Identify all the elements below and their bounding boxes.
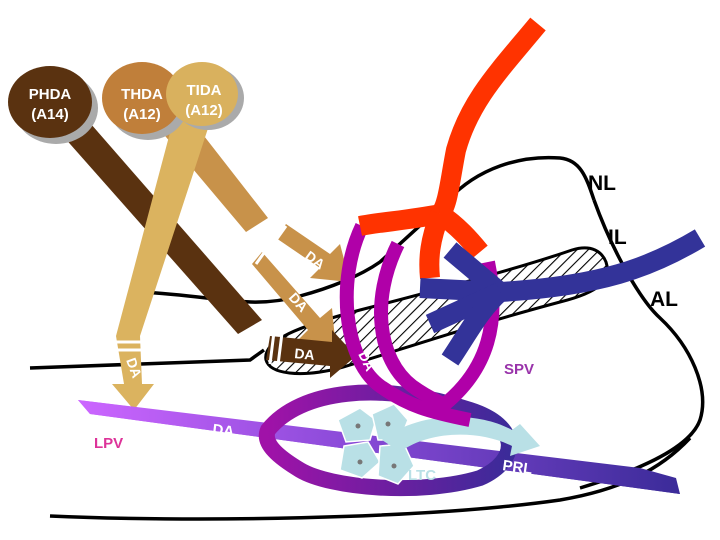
long-portal-vessel: DA: [78, 400, 680, 494]
prl-release-arrow: [382, 416, 540, 456]
label-al: AL: [650, 288, 678, 311]
da-terminal-lower: DA: [266, 330, 356, 378]
tida-sub: (A12): [185, 102, 223, 119]
label-il: IL: [608, 226, 627, 249]
tida-name: TIDA: [187, 82, 222, 99]
label-nl: NL: [588, 172, 616, 195]
thda-sub: (A12): [123, 106, 161, 123]
artery: [358, 17, 546, 279]
da-label-spv: DA: [355, 348, 378, 373]
thda-name: THDA: [121, 86, 163, 103]
tida-node: [166, 62, 238, 126]
lower-loop-vessels: [258, 384, 517, 497]
label-lpv: LPV: [94, 435, 123, 452]
thda-node: [102, 62, 182, 134]
tida-axon: [116, 110, 214, 336]
da-terminal-tida: DA: [112, 336, 154, 410]
label-prl: PRL: [501, 457, 533, 478]
phda-sub: (A14): [31, 106, 69, 123]
phda-name: PHDA: [29, 86, 72, 103]
da-label-lower: DA: [294, 345, 316, 363]
phda-node: [8, 66, 92, 138]
label-spv: SPV: [504, 361, 534, 378]
neuron-axons: [40, 100, 268, 336]
da-label-tida: DA: [123, 356, 145, 380]
lactotroph-cells: [337, 403, 415, 485]
da-terminals: DA DA DA DA: [112, 223, 356, 410]
vein: [419, 229, 706, 366]
da-label-lpv: DA: [212, 421, 236, 441]
label-ltc: LTC: [408, 467, 436, 484]
neuron-somata: PHDA (A14) THDA (A12) TIDA (A12): [8, 62, 244, 144]
